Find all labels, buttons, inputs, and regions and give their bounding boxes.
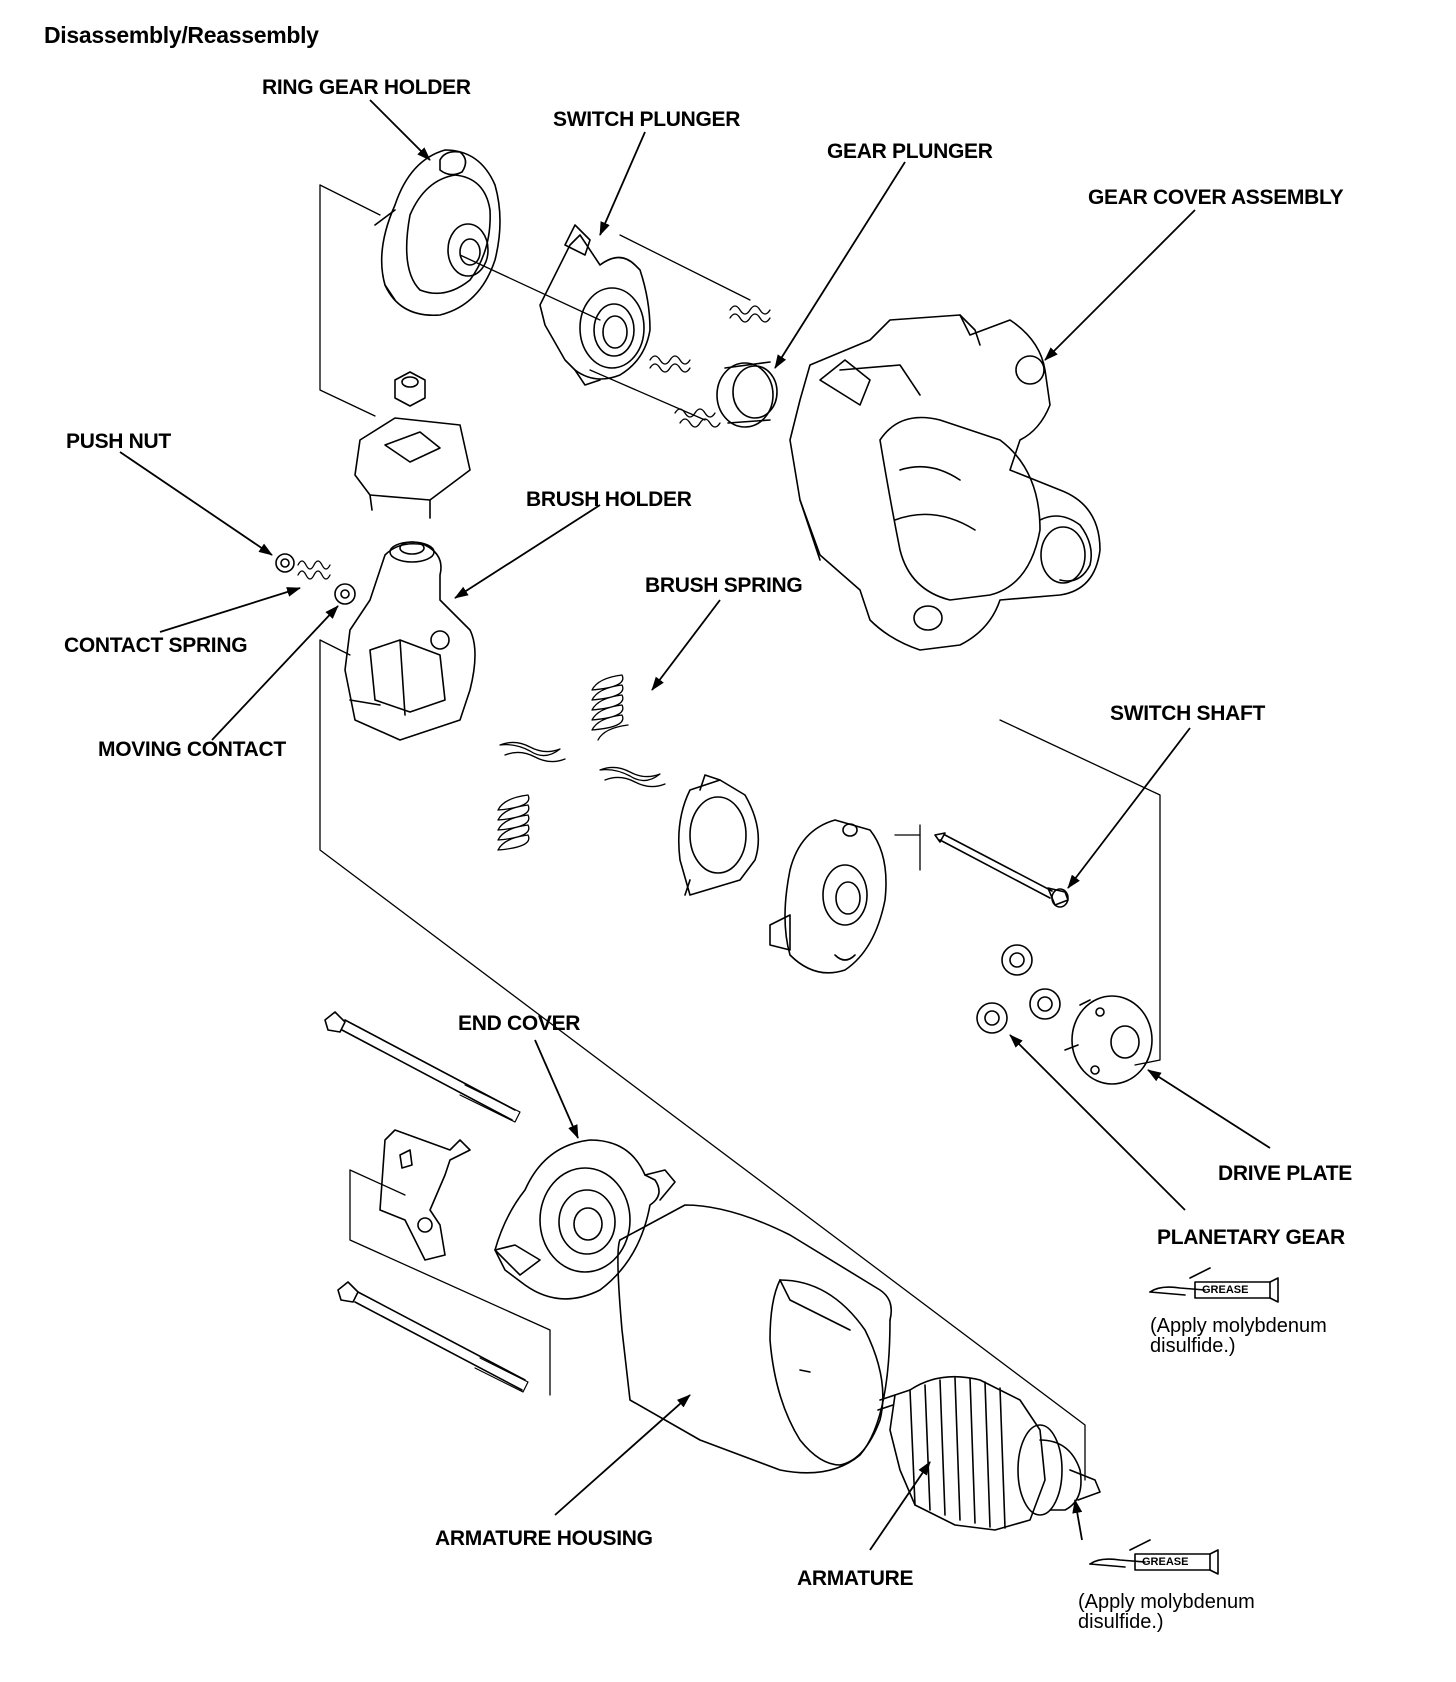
leader-drive-plate (1147, 1069, 1271, 1149)
grease-note-2-line2: disulfide.) (1078, 1611, 1164, 1633)
switch-plunger-part (539, 224, 651, 386)
label-brush-spring: BRUSH SPRING (645, 574, 803, 597)
label-gear-plunger: GEAR PLUNGER (827, 140, 993, 163)
push-nut-part (275, 553, 295, 573)
armature-part (877, 1375, 1101, 1531)
leader-gear-cover-assembly (1044, 209, 1196, 361)
label-armature: ARMATURE (797, 1567, 914, 1590)
end-plate (769, 819, 887, 974)
grease-symbol-label-2: GREASE (1142, 1556, 1189, 1568)
drive-plate-part (1064, 995, 1153, 1085)
label-end-cover: END COVER (458, 1012, 581, 1035)
leader-brush-spring (651, 599, 721, 691)
contact-spring-part (297, 560, 331, 580)
label-push-nut: PUSH NUT (66, 430, 171, 453)
leader-switch-shaft (1067, 727, 1191, 889)
leader-armature (869, 1461, 931, 1551)
label-planetary-gear: PLANETARY GEAR (1157, 1226, 1345, 1249)
leader-armature-grease (1072, 1499, 1083, 1541)
moving-contact-part (334, 583, 356, 605)
gear-cover-assembly-part (789, 314, 1101, 651)
label-moving-contact: MOVING CONTACT (98, 738, 286, 761)
label-drive-plate: DRIVE PLATE (1218, 1162, 1352, 1185)
plunger-springs (649, 305, 771, 428)
brush-holder-part (344, 541, 476, 741)
gear-plunger-part (716, 361, 778, 428)
leader-planetary-gear (1009, 1034, 1186, 1211)
end-cover-part (494, 1139, 676, 1300)
leader-gear-plunger (774, 161, 906, 369)
leader-armature-housing (554, 1394, 691, 1516)
label-brush-holder: BRUSH HOLDER (526, 488, 692, 511)
grease-symbol-label-1: GREASE (1202, 1284, 1249, 1296)
brush-springs (497, 674, 666, 851)
through-bolts (324, 1011, 529, 1393)
leader-brush-holder (454, 504, 601, 599)
grease-note-2-line1: (Apply molybdenum (1078, 1591, 1255, 1613)
page-title: Disassembly/Reassembly (44, 22, 319, 48)
switch-shaft-part (934, 832, 1069, 908)
leader-contact-spring (159, 587, 301, 633)
label-contact-spring: CONTACT SPRING (64, 634, 248, 657)
planetary-gears (976, 944, 1061, 1034)
assembly-guide-lines (319, 184, 1161, 1481)
grease-note-1-line2: disulfide.) (1150, 1335, 1236, 1357)
leader-switch-plunger (599, 131, 646, 236)
leader-ring-gear-holder (369, 99, 431, 161)
grease-note-1-line1: (Apply molybdenum (1150, 1315, 1327, 1337)
terminal-bracket (379, 1129, 471, 1261)
label-switch-shaft: SWITCH SHAFT (1110, 702, 1266, 725)
grease-symbol-1 (1149, 1267, 1279, 1303)
nut-and-bracket (354, 371, 471, 519)
label-armature-housing: ARMATURE HOUSING (435, 1527, 653, 1550)
grease-symbol-2 (1089, 1539, 1219, 1575)
leader-moving-contact (211, 605, 339, 741)
label-ring-gear-holder: RING GEAR HOLDER (262, 76, 471, 99)
armature-housing-part (617, 1204, 893, 1474)
ring-gear-holder-part (374, 149, 501, 317)
label-switch-plunger: SWITCH PLUNGER (553, 108, 741, 131)
brush-plate-ring (677, 774, 760, 896)
leader-end-cover (534, 1039, 579, 1139)
leader-push-nut (119, 451, 273, 556)
label-gear-cover-assembly: GEAR COVER ASSEMBLY (1088, 186, 1344, 209)
